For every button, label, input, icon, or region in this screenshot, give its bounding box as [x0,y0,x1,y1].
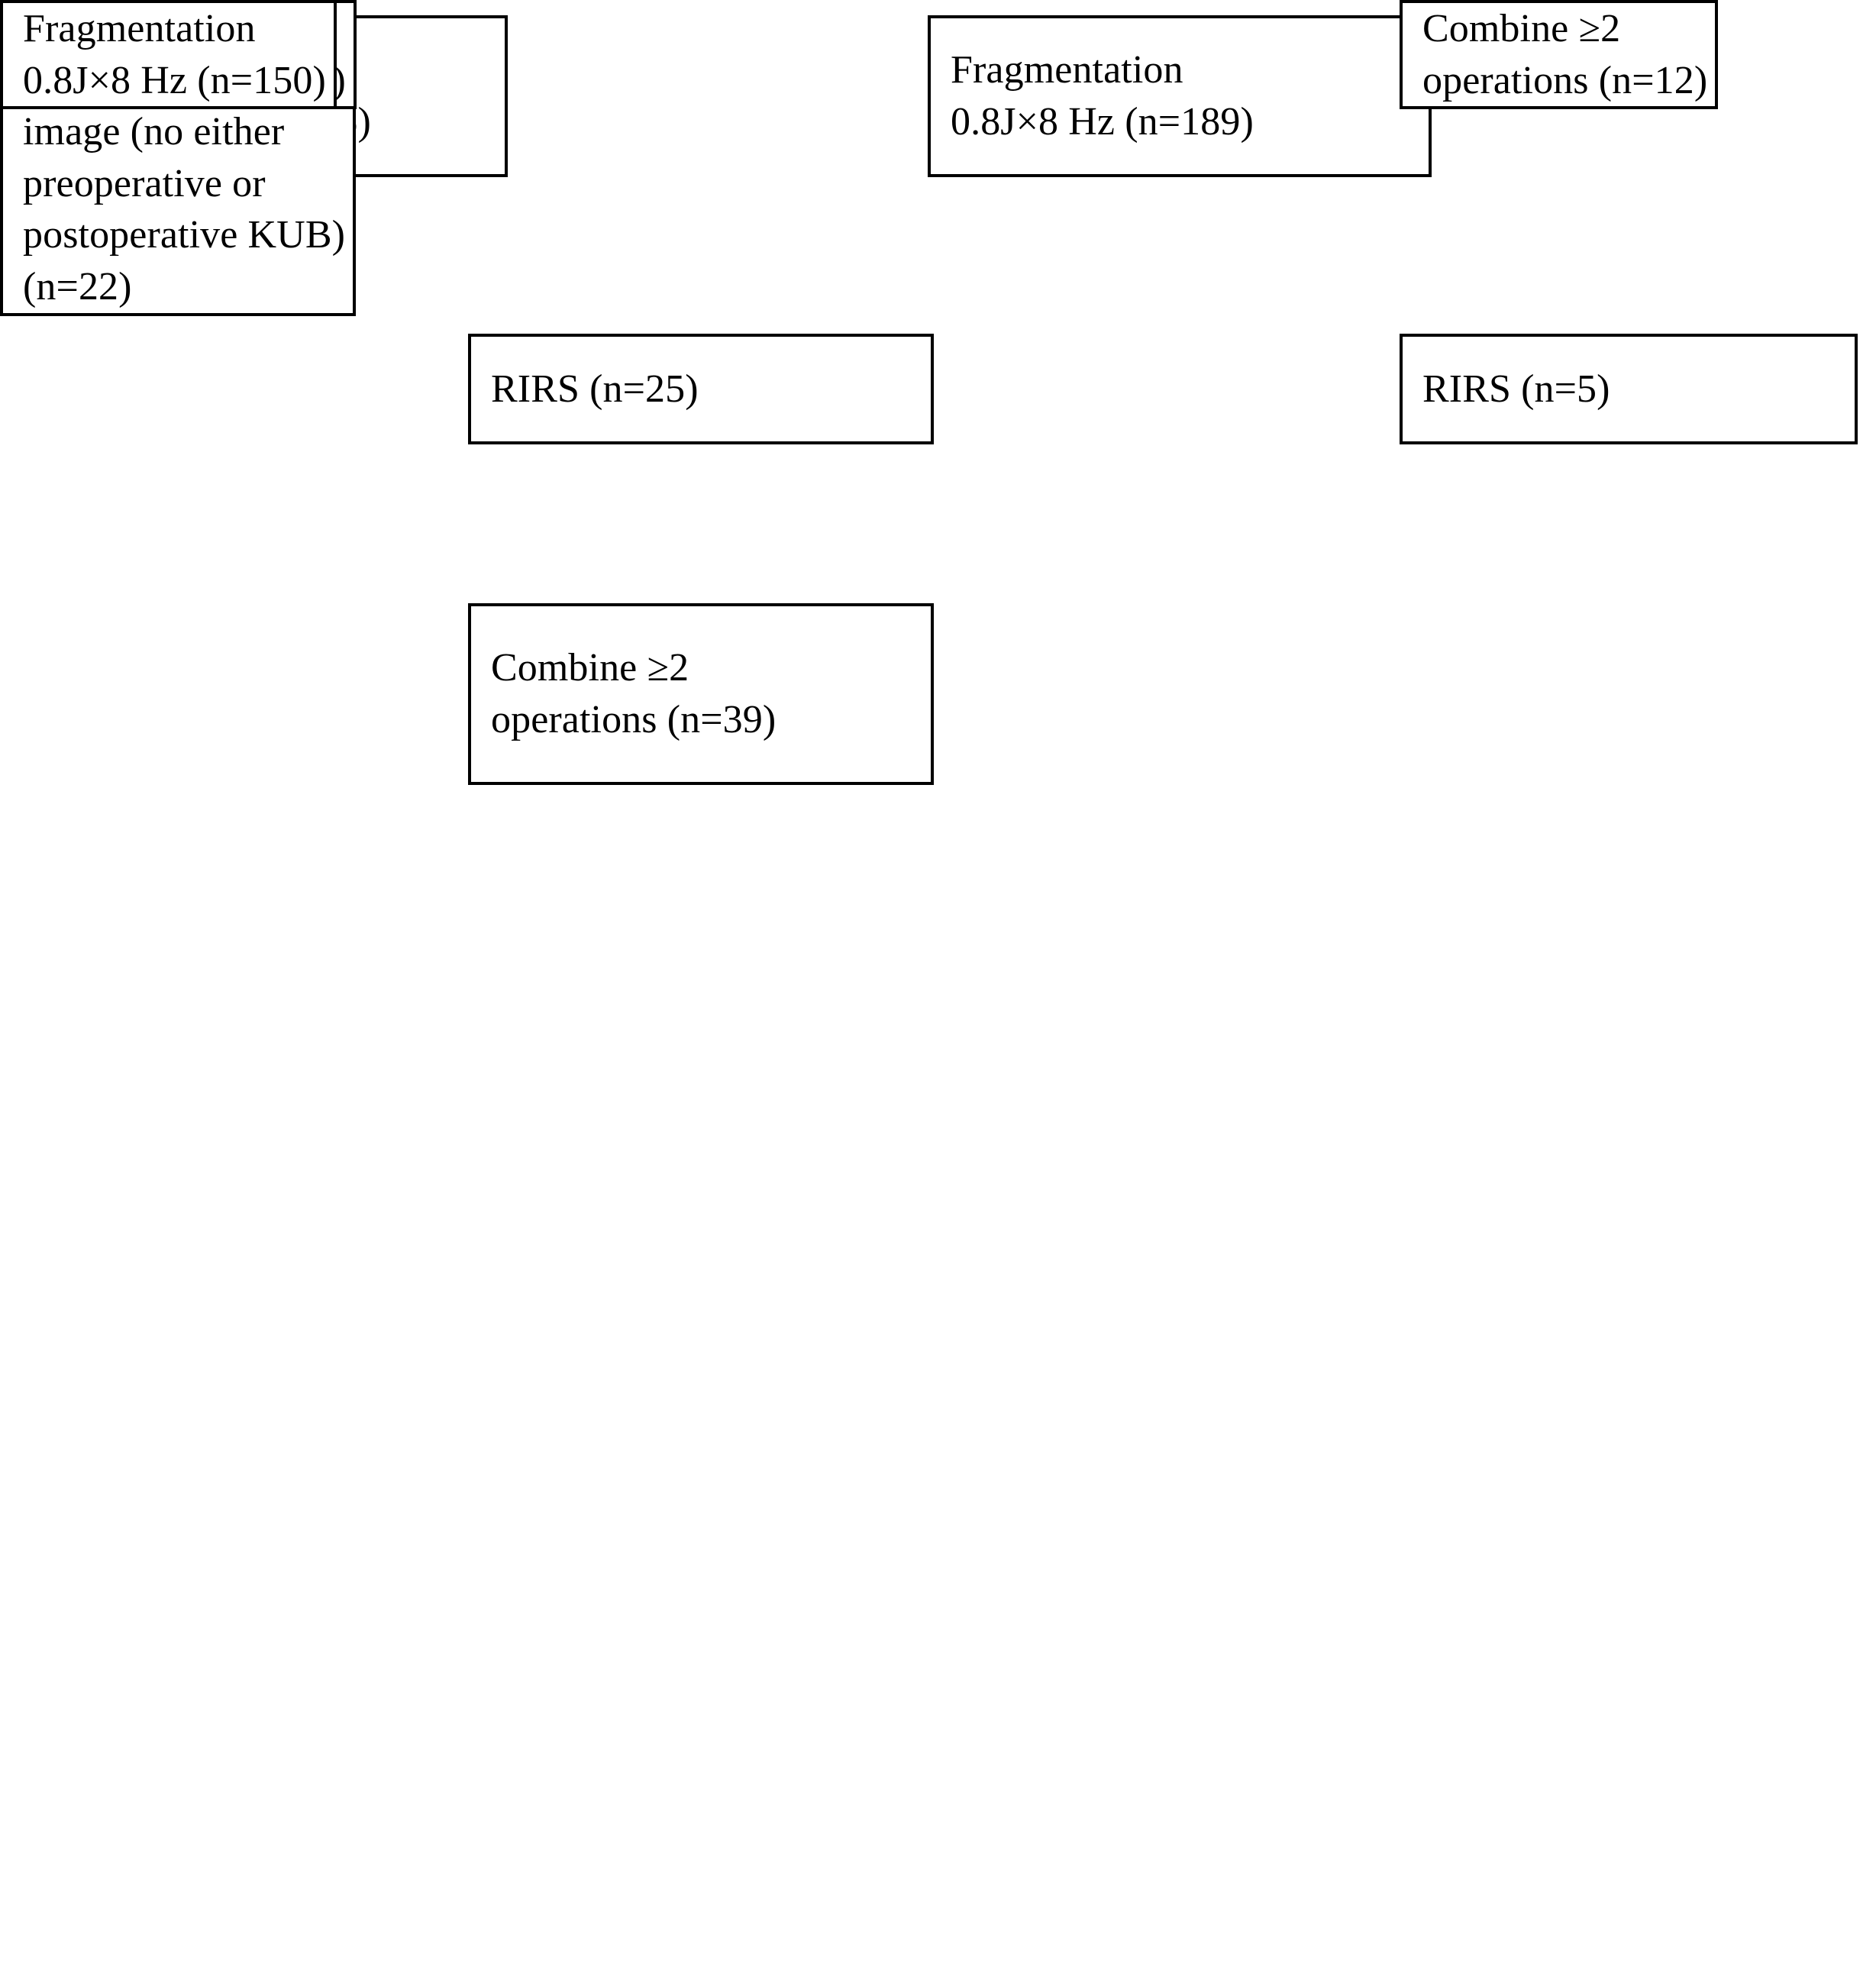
node-exclusion-combine-fragmentation-line2: operations (n=12) [1422,58,1708,102]
node-exclusion-radiolucent-fragmentation-line3: image (no either [23,110,285,154]
node-exclusion-combine-dusting-line1: Combine ≥2 [491,646,689,690]
node-exclusion-combine-fragmentation: Combine ≥2 operations (n=12) [1400,0,1719,110]
node-exclusion-rirs-fragmentation-line1: RIRS (n=5) [1422,367,1610,411]
node-fragmentation-analyzed-line1: Fragmentation [23,7,256,50]
node-fragmentation-enrolled-line2: 0.8J×8 Hz (n=189) [951,100,1254,144]
node-exclusion-radiolucent-fragmentation-line5: postoperative KUB) [23,213,346,257]
node-exclusion-rirs-dusting: RIRS (n=25) [468,334,934,444]
node-fragmentation-enrolled: Fragmentation 0.8J×8 Hz (n=189) [928,15,1432,177]
node-fragmentation-analyzed: Fragmentation 0.8J×8 Hz (n=150) [0,0,337,110]
node-exclusion-radiolucent-fragmentation-line6: (n=22) [23,264,132,308]
node-exclusion-combine-dusting-line2: operations (n=39) [491,698,777,741]
node-exclusion-combine-dusting: Combine ≥2 operations (n=39) [468,603,934,785]
node-fragmentation-analyzed-line2: 0.8J×8 Hz (n=150) [23,58,326,102]
node-exclusion-rirs-fragmentation: RIRS (n=5) [1400,334,1858,444]
node-exclusion-rirs-dusting-line1: RIRS (n=25) [491,367,699,411]
node-exclusion-radiolucent-fragmentation-line4: preoperative or [23,161,266,205]
node-exclusion-combine-fragmentation-line1: Combine ≥2 [1422,7,1621,50]
node-fragmentation-enrolled-line1: Fragmentation [951,48,1183,92]
